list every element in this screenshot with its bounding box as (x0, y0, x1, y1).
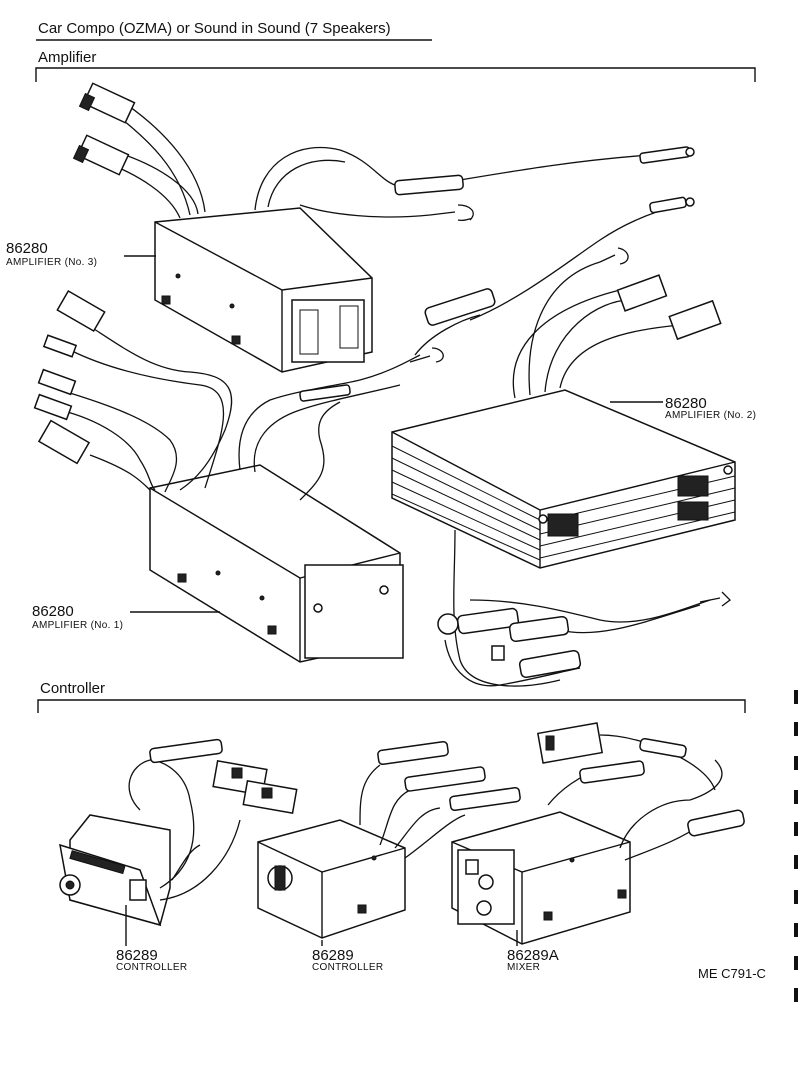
rca-plug-icon (404, 766, 486, 792)
section-label-controller: Controller (40, 680, 105, 697)
amp3-part-number: 86280 (6, 240, 48, 257)
mixer-callout: 86289A MIXER (507, 930, 559, 973)
amp2-part-number: 86280 (665, 395, 707, 412)
diagram-title: Car Compo (OZMA) or Sound in Sound (7 Sp… (38, 20, 391, 37)
rca-plug-icon (394, 146, 695, 196)
rca-plug-icon (424, 288, 496, 326)
mixer-part-name: MIXER (507, 962, 540, 973)
rca-plug-icon (639, 737, 687, 759)
multi-pin-connector-icon (212, 759, 298, 815)
spade-terminal-icon (429, 204, 474, 222)
controller-1-connectors (149, 738, 298, 815)
amplifier-no2-illustration (391, 389, 736, 569)
connector-plug-icon (78, 82, 136, 124)
rca-plug-icon (449, 786, 521, 812)
amplifier-connectors (33, 82, 731, 679)
connector-plug-icon (33, 289, 106, 465)
switch-connector-icon (536, 722, 604, 764)
ctrl1-part-number: 86289 (116, 947, 158, 964)
amp2-part-name: AMPLIFIER (No. 2) (665, 410, 756, 421)
amplifier-no2-callout: 86280 AMPLIFIER (No. 2) (610, 395, 756, 421)
mixer-illustration (451, 811, 631, 945)
amp3-part-name: AMPLIFIER (No. 3) (6, 257, 97, 268)
spade-terminal-icon (409, 347, 444, 363)
controller-section-bracket (37, 699, 746, 713)
ctrl2-part-name: CONTROLLER (312, 962, 383, 973)
mixer-part-number: 86289A (507, 947, 559, 964)
amp1-part-number: 86280 (32, 603, 74, 620)
ctrl2-part-number: 86289 (312, 947, 354, 964)
controller-1-illustration (59, 759, 241, 927)
amplifier-no1-callout: 86280 AMPLIFIER (No. 1) (32, 603, 220, 631)
amp1-part-name: AMPLIFIER (No. 1) (32, 620, 123, 631)
amplifier-section-bracket (35, 67, 756, 82)
controller-1-callout: 86289 CONTROLLER (116, 905, 187, 973)
section-label-amplifier: Amplifier (38, 49, 96, 66)
rca-plug-icon (299, 384, 351, 402)
rca-plug-icon (579, 760, 645, 784)
mixer-wires (536, 722, 745, 861)
connector-plug-icon (72, 134, 130, 176)
amplifier-wire-harness (59, 99, 711, 687)
connector-plug-icon (616, 274, 722, 341)
amplifier-no1-illustration (149, 464, 404, 663)
controller-2-wires (359, 740, 521, 859)
rca-plug-icon (687, 809, 745, 837)
amplifier-no3-illustration (154, 207, 373, 373)
page-edge-marks (794, 690, 798, 1002)
rca-plug-icon (649, 196, 695, 214)
rca-plug-icon (149, 738, 223, 764)
spade-terminal-icon (599, 247, 629, 265)
drawing-code: ME C791-C (698, 966, 766, 981)
rca-plug-icon (437, 591, 731, 679)
ctrl1-part-name: CONTROLLER (116, 962, 187, 973)
amplifier-no3-callout: 86280 AMPLIFIER (No. 3) (6, 240, 156, 268)
rca-plug-icon (377, 740, 449, 766)
controller-2-callout: 86289 CONTROLLER (312, 940, 383, 973)
controller-2-illustration (257, 819, 406, 939)
